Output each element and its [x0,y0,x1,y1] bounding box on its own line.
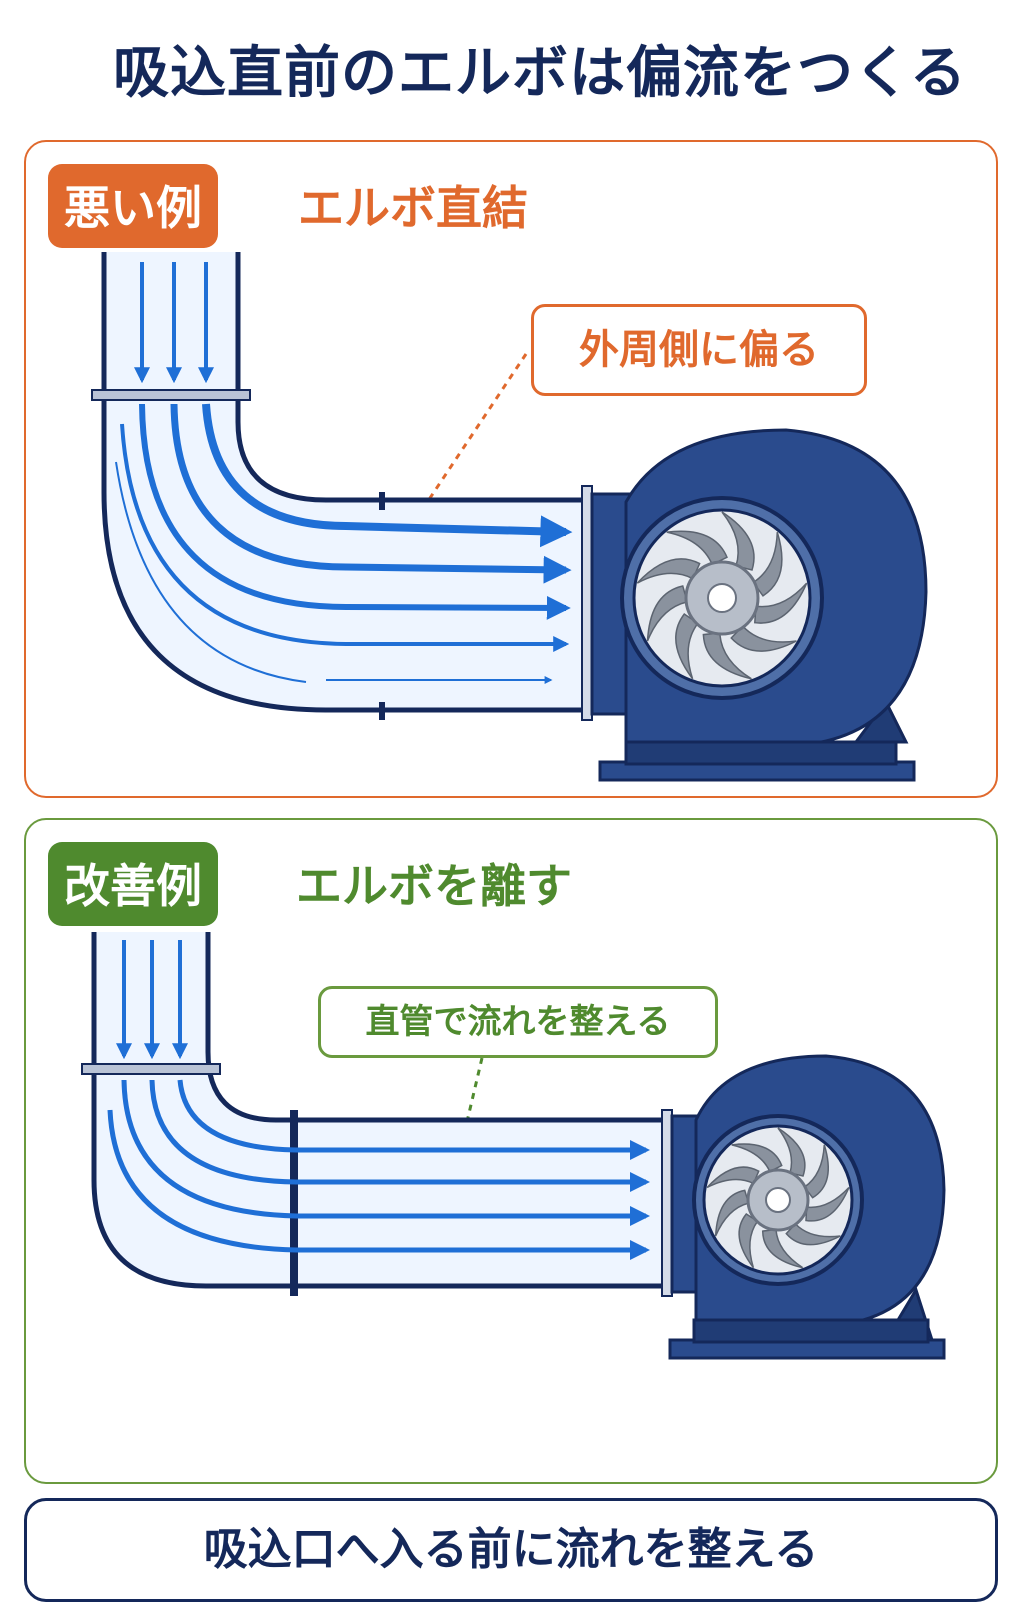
pipe-flange [91,389,251,401]
straight-pipe-joint [290,1110,298,1296]
elbow-pipe-fill [94,932,666,1286]
curved-flow-lines [115,403,573,684]
impeller-icon [692,1114,864,1286]
good-example-panel: 改善例 エルボを離す [24,818,998,1484]
bad-example-badge: 悪い例 [48,164,218,248]
curved-flow-lines [107,1079,650,1260]
callout-leader-line [424,353,528,505]
bad-example-heading: エルボ直結 [298,181,528,235]
bad-example-panel: 悪い例 エルボ直結 [24,140,998,798]
elbow-pipe-inner-wall [205,932,666,1123]
impeller-icon [620,496,824,700]
inlet-flow-arrows [134,262,214,384]
elbow-direct-diagram [91,252,928,782]
elbow-pipe-outer-wall [101,252,586,713]
good-example-callout: 直管で流れを整える [318,986,718,1058]
page-title: 吸込直前のエルボは偏流をつくる [113,41,967,106]
pipe-joint-top [379,492,385,510]
pipe-flange [81,1063,221,1075]
bad-example-callout: 外周側に偏る [531,304,867,396]
elbow-pipe-inner-wall [235,252,586,503]
elbow-pipe-outer-wall [91,932,666,1289]
elbow-pipe-fill [104,252,586,710]
inlet-flow-arrows [116,940,188,1060]
callout-leader-line [464,1057,484,1127]
pipe-joint-bottom [379,702,385,720]
good-example-heading: エルボを離す [296,859,572,913]
footer-summary: 吸込口へ入る前に流れを整える [24,1498,998,1602]
good-example-badge: 改善例 [48,842,218,926]
elbow-separated-diagram [81,932,946,1360]
